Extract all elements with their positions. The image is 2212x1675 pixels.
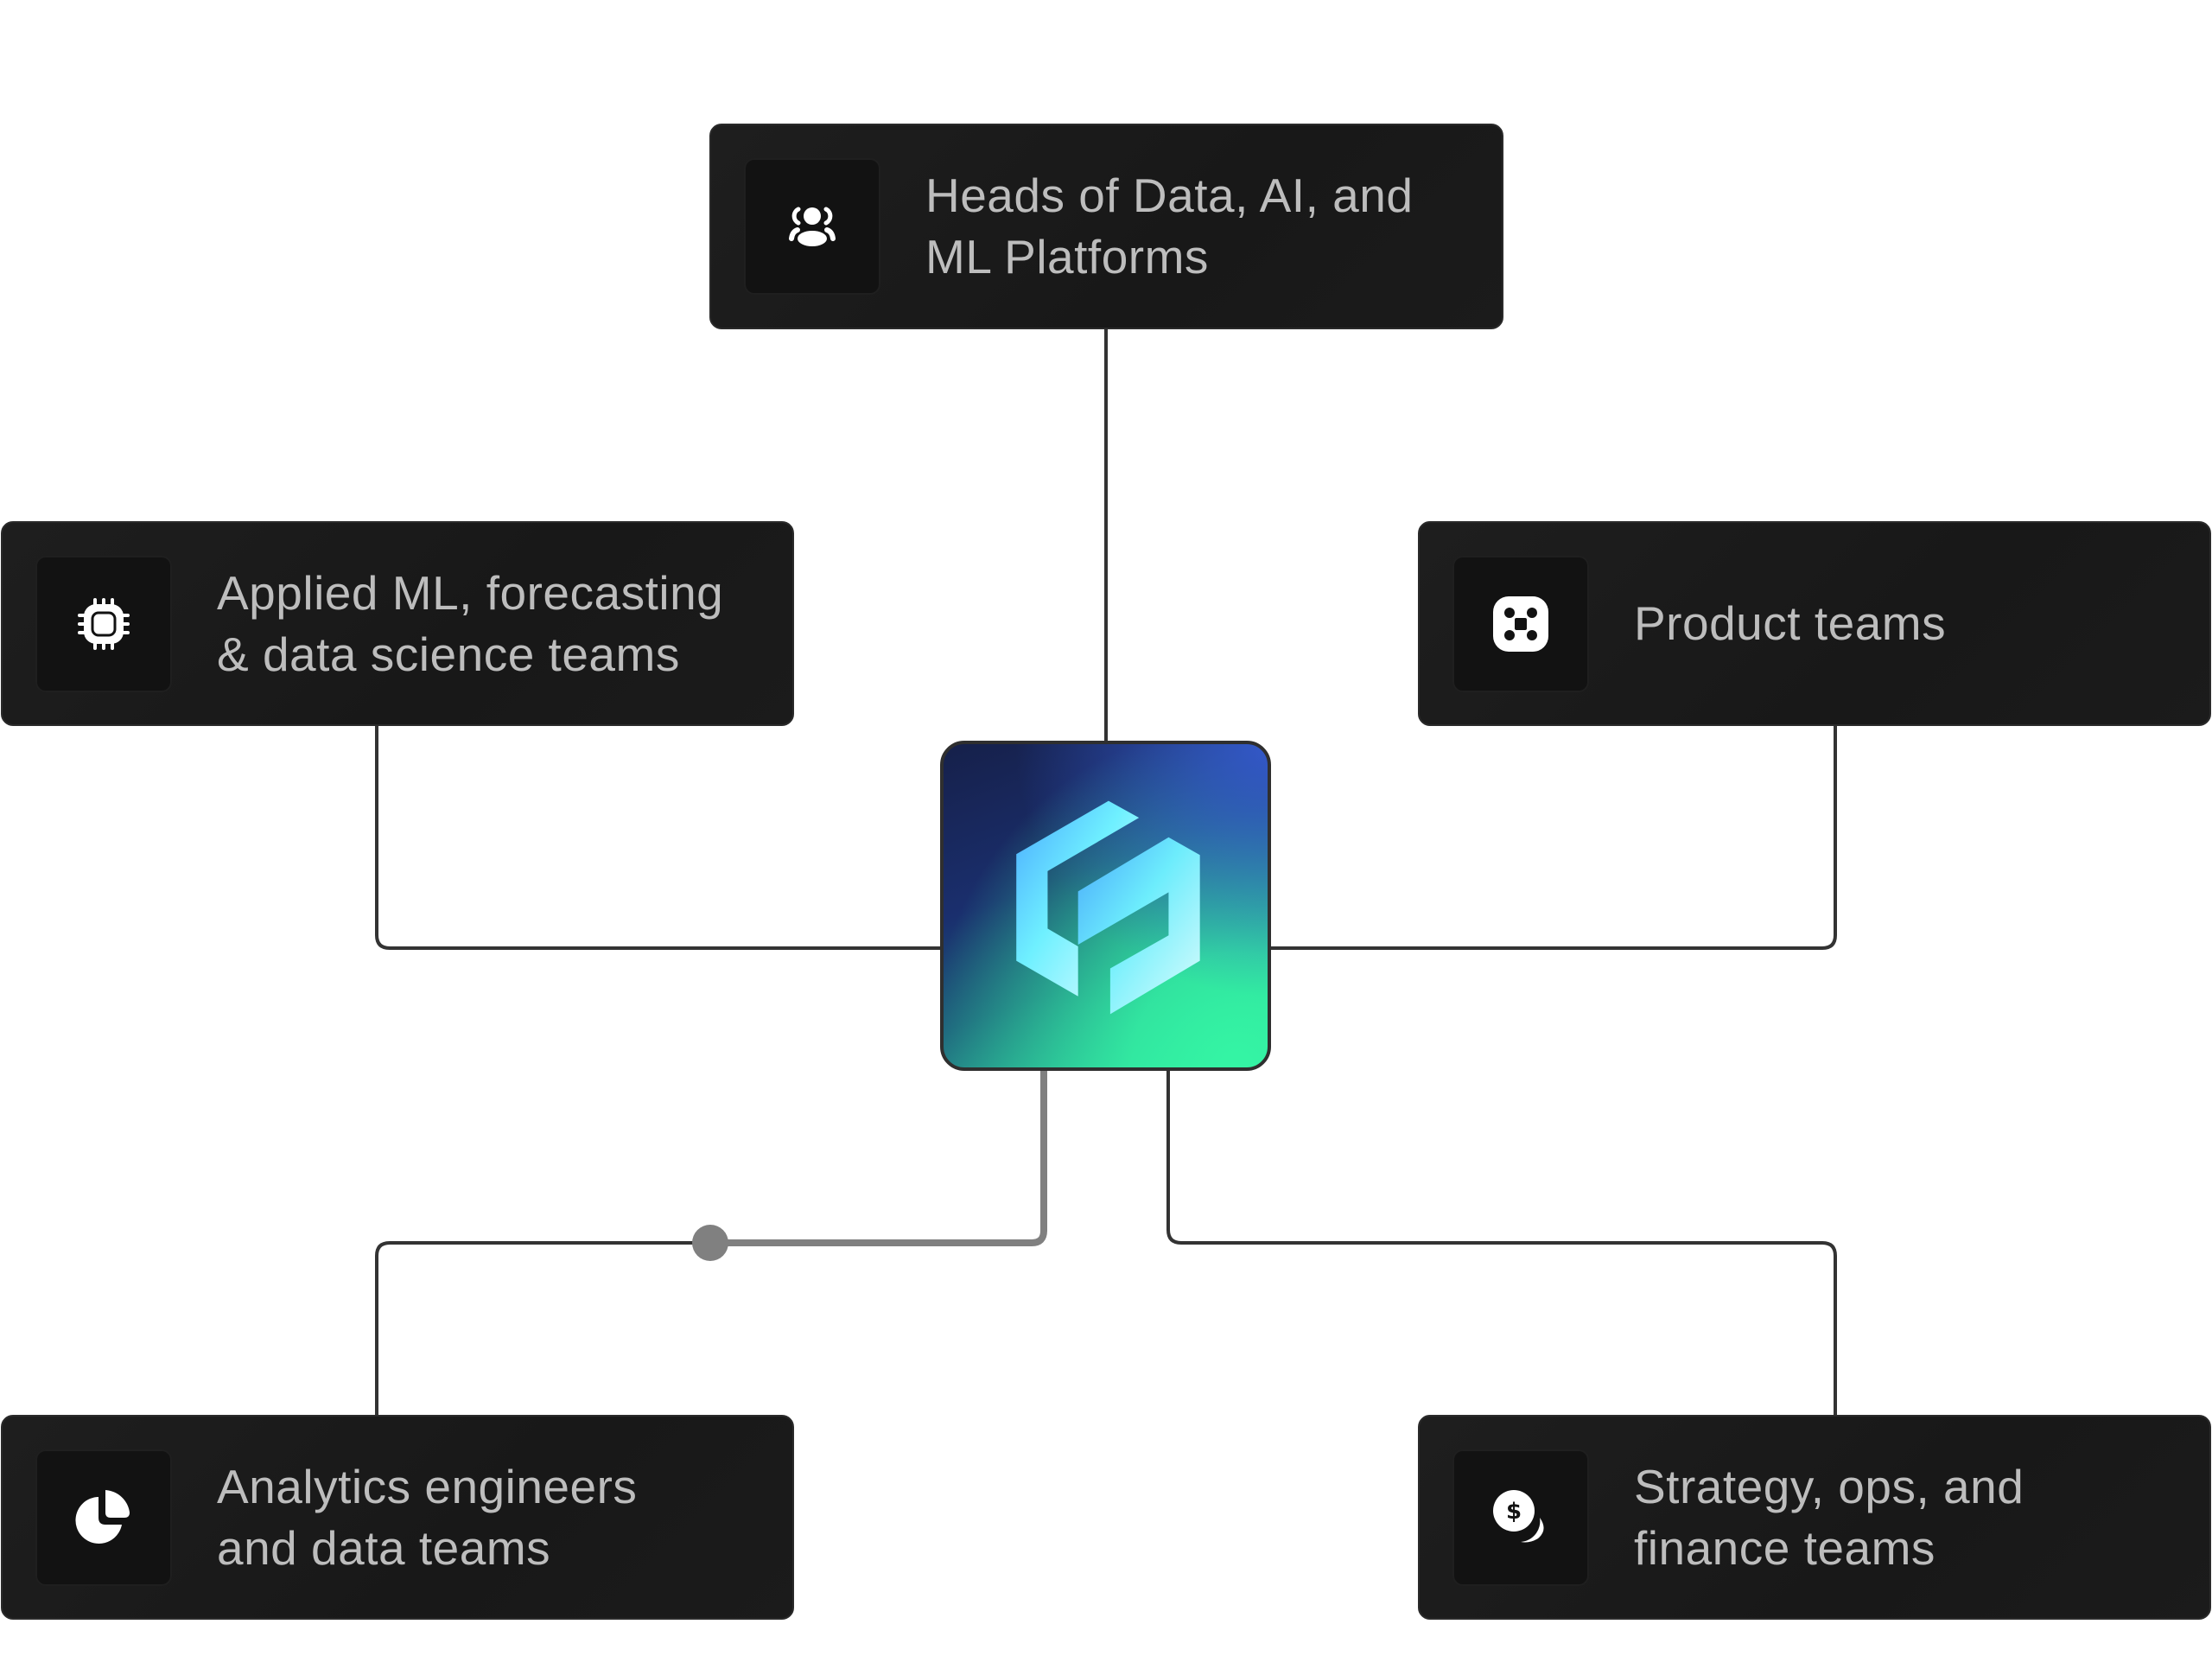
connector-bottom-right <box>1166 1069 1837 1416</box>
svg-text:$: $ <box>1506 1499 1522 1525</box>
audience-node-analytics-engineers[interactable]: Analytics engineers and data teams <box>1 1415 794 1620</box>
pie-chart-icon <box>75 1490 130 1544</box>
connector-progress-dot[interactable] <box>692 1225 728 1261</box>
connector-left <box>375 724 942 950</box>
dice-grid-icon <box>1493 596 1548 652</box>
cpu-chip-icon <box>78 598 130 650</box>
connector-bottom-left <box>375 1241 710 1416</box>
icon-container <box>1452 556 1589 692</box>
icon-container <box>35 556 172 692</box>
audience-node-strategy-ops-finance[interactable]: $ Strategy, ops, and finance teams <box>1418 1415 2211 1620</box>
node-label: Product teams <box>1634 596 1947 650</box>
node-label: Analytics engineers and data teams <box>217 1459 638 1575</box>
connector-right <box>1269 724 1837 950</box>
node-label: Heads of Data, AI, and ML Platforms <box>925 169 1414 283</box>
audience-node-applied-ml[interactable]: Applied ML, forecasting & data science t… <box>1 521 794 726</box>
icon-container <box>744 158 880 295</box>
audience-node-product-teams[interactable]: Product teams <box>1418 521 2211 726</box>
icon-container <box>35 1449 172 1586</box>
icon-container: $ <box>1452 1449 1589 1586</box>
connector-bottom-left-highlight <box>710 1069 1047 1246</box>
node-label: Strategy, ops, and finance teams <box>1634 1459 2024 1575</box>
node-label: Applied ML, forecasting & data science t… <box>217 565 724 681</box>
audience-node-heads-of-data[interactable]: Heads of Data, AI, and ML Platforms <box>709 124 1503 329</box>
users-group-icon <box>789 207 836 246</box>
hexagon-logo-icon <box>1016 800 1200 1015</box>
coins-dollar-icon: $ <box>1493 1490 1544 1543</box>
hub-logo[interactable] <box>940 741 1271 1071</box>
